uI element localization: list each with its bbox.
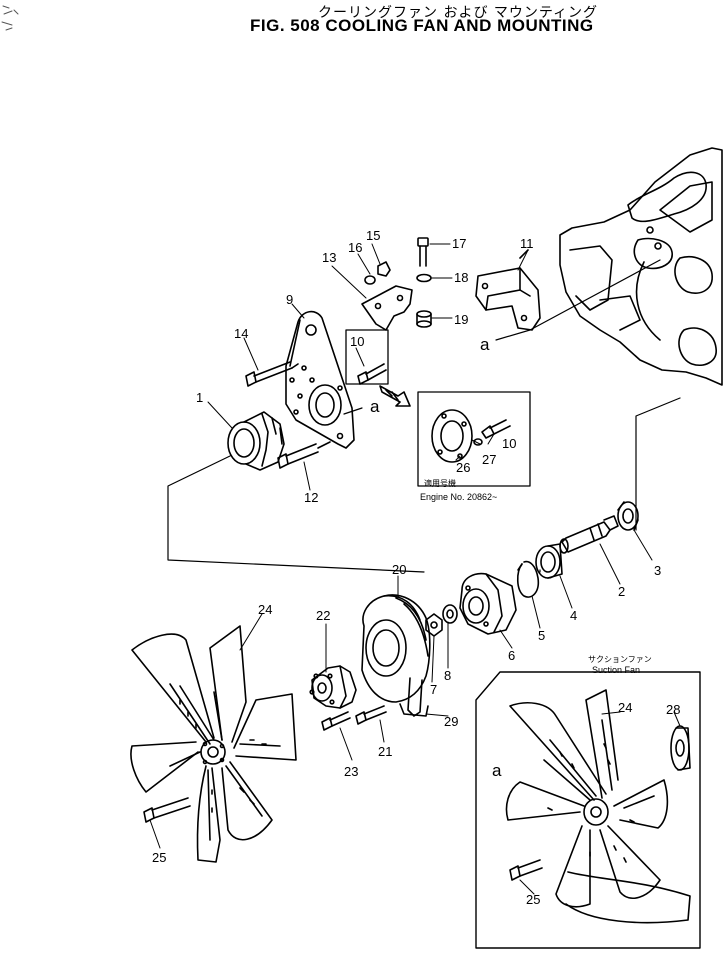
inset-labels: 適用号機 Engine No. 20862~ サクションファン Suction … (420, 478, 652, 675)
detail-box-10 (345, 329, 389, 385)
callout-28: 28 (666, 702, 680, 717)
callout-25: 25 (152, 850, 166, 865)
bearing-4 (535, 543, 563, 579)
shaft-2 (559, 515, 619, 554)
callout-3: 3 (654, 563, 661, 578)
engine-block (559, 147, 723, 386)
suction-fan-label: Suction Fan (592, 665, 640, 675)
view-markers: a a a (370, 335, 502, 780)
washer-8 (442, 604, 458, 624)
callout-6: 6 (508, 648, 515, 663)
serial-inset (417, 391, 531, 487)
callout-26: 26 (456, 460, 470, 475)
callout-29: 29 (444, 714, 458, 729)
callout-14: 14 (234, 326, 248, 341)
snap-ring-5 (516, 560, 540, 598)
bolt-23 (321, 711, 351, 731)
suction-fan-jp-label: サクションファン (588, 655, 652, 664)
view-marker-plate: a (370, 397, 380, 416)
callout-20: 20 (392, 562, 406, 577)
callout-17: 17 (452, 236, 466, 251)
callout-21: 21 (378, 744, 392, 759)
callout-24-inset: 24 (618, 700, 632, 715)
pulley-housing-6 (459, 572, 517, 635)
view-marker-inset: a (492, 761, 502, 780)
callout-2: 2 (618, 584, 625, 599)
callout-numbers: 1 2 3 4 5 6 7 8 9 10 11 12 13 14 15 16 1… (152, 228, 680, 907)
suction-fan-inset (475, 671, 701, 949)
callout-leaders (149, 243, 681, 895)
scan-noise (1, 5, 19, 31)
callout-23: 23 (344, 764, 358, 779)
callout-27: 27 (482, 452, 496, 467)
title-japanese: クーリングファン および マウンティング (318, 5, 599, 21)
callout-7: 7 (430, 682, 437, 697)
callout-5: 5 (538, 628, 545, 643)
callout-19: 19 (454, 312, 468, 327)
callout-13: 13 (322, 250, 336, 265)
engine-serial-label: Engine No. 20862~ (420, 492, 497, 502)
fan-bracket-11 (475, 249, 541, 331)
bolt-12 (277, 441, 331, 469)
mounting-plate-9 (285, 310, 355, 449)
serial-jp-label: 適用号機 (424, 478, 456, 488)
bolt-14 (245, 361, 299, 387)
leader-frame-lines (167, 397, 681, 573)
bearing-3 (617, 501, 639, 531)
callout-9: 9 (286, 292, 293, 307)
bolt-21 (355, 705, 387, 725)
view-marker-bracket: a (480, 335, 490, 354)
callout-18: 18 (454, 270, 468, 285)
pulley-20 (361, 594, 431, 717)
bracket-13 (361, 285, 413, 331)
washer-18 (416, 273, 432, 283)
callout-11: 11 (520, 236, 534, 251)
callout-25-inset: 25 (526, 892, 540, 907)
callout-4: 4 (570, 608, 577, 623)
callout-1: 1 (196, 390, 203, 405)
figure-title: FIG. 508 COOLING FAN AND MOUNTING (250, 16, 594, 35)
fan-coupling-1 (227, 411, 285, 471)
cooling-fan-24 (130, 625, 297, 863)
callout-24: 24 (258, 602, 272, 617)
view-marker-lines (343, 259, 661, 415)
nut-7 (425, 613, 443, 637)
callout-16: 16 (348, 240, 362, 255)
bolt-17 (417, 237, 429, 267)
callout-10-inset: 10 (502, 436, 516, 451)
callout-12: 12 (304, 490, 318, 505)
bolt-25 (143, 797, 191, 823)
callout-8: 8 (444, 668, 451, 683)
spacer-19 (416, 310, 432, 328)
fan-hub-22 (309, 665, 357, 709)
callout-22: 22 (316, 608, 330, 623)
washer-16 (364, 275, 376, 285)
nut-15 (377, 261, 391, 277)
callout-15: 15 (366, 228, 380, 243)
direction-arrow (379, 385, 411, 407)
plate-29 (399, 703, 429, 717)
callout-10-box: 10 (350, 334, 364, 349)
